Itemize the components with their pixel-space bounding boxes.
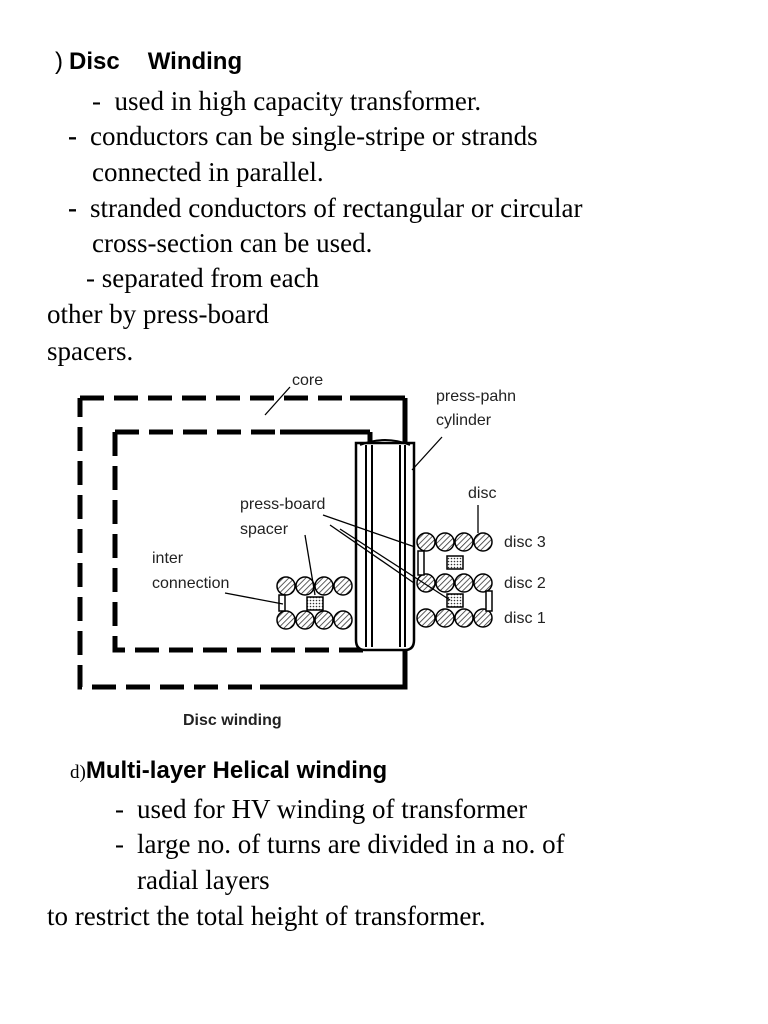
bullet-1: - used in high capacity transformer. xyxy=(92,83,481,119)
bullet-2: -conductors can be single-stripe or stra… xyxy=(68,118,538,154)
section-c-title-word2: Winding xyxy=(147,48,243,75)
section-c-title-word1: Disc xyxy=(69,48,120,75)
section-d-heading: d)Multi-layer Helical winding xyxy=(70,757,387,785)
bullet-text: used in high capacity transformer. xyxy=(114,86,482,116)
section-d-bullet-2-continued: radial layers xyxy=(137,865,270,895)
bullet-text: separated from each xyxy=(101,263,320,293)
section-d-title: Multi-layer Helical winding xyxy=(85,757,388,784)
bullet-4-continued-2: spacers. xyxy=(47,336,134,366)
bullet-text: large no. of turns are divided in a no. … xyxy=(137,829,565,859)
label-disc-1: disc 1 xyxy=(504,610,546,627)
label-core: core xyxy=(292,372,323,389)
label-disc-3: disc 3 xyxy=(504,534,546,551)
bullet-dash: - xyxy=(86,263,95,293)
bullet-3: -stranded conductors of rectangular or c… xyxy=(68,190,583,226)
label-disc: disc xyxy=(468,485,496,502)
bullet-dash: - xyxy=(68,193,77,223)
section-d-bullet-1: -used for HV winding of transformer xyxy=(115,791,527,827)
label-disc-2: disc 2 xyxy=(504,575,546,592)
bullet-dash: - xyxy=(92,86,101,116)
label-connection: connection xyxy=(152,575,229,592)
label-cylinder: cylinder xyxy=(436,412,492,429)
label-press-pahn: press-pahn xyxy=(436,388,516,405)
bullet-text: conductors can be single-stripe or stran… xyxy=(90,121,538,151)
bullet-3-continued: cross-section can be used. xyxy=(92,228,373,258)
section-d-bullet-2-continued-2: to restrict the total height of transfor… xyxy=(47,901,486,931)
label-spacer: spacer xyxy=(240,521,289,538)
diagram-caption: Disc winding xyxy=(183,712,282,729)
section-c-prefix: ) xyxy=(55,48,63,75)
bullet-dash: - xyxy=(115,794,124,824)
section-c-heading: ) Disc Winding xyxy=(55,48,242,76)
leader-lines xyxy=(224,386,479,605)
section-d-bullet-2: -large no. of turns are divided in a no.… xyxy=(115,826,565,862)
press-pahn-cylinder xyxy=(354,439,416,652)
section-d-prefix: d) xyxy=(70,762,86,783)
bullet-dash: - xyxy=(68,121,77,151)
bullet-dash: - xyxy=(115,829,124,859)
disc-winding-diagram: core press-pahn cylinder disc press-boar… xyxy=(77,372,546,729)
bullet-2-continued: connected in parallel. xyxy=(92,157,324,187)
label-inter: inter xyxy=(152,550,184,567)
bullet-4: - separated from each xyxy=(86,260,319,296)
left-disc-winding xyxy=(276,576,353,630)
label-press-board: press-board xyxy=(240,496,325,513)
right-disc-winding xyxy=(416,532,493,628)
bullet-text: stranded conductors of rectangular or ci… xyxy=(90,193,583,223)
bullet-text: used for HV winding of transformer xyxy=(137,794,528,824)
bullet-4-continued-1: other by press-board xyxy=(47,299,269,329)
